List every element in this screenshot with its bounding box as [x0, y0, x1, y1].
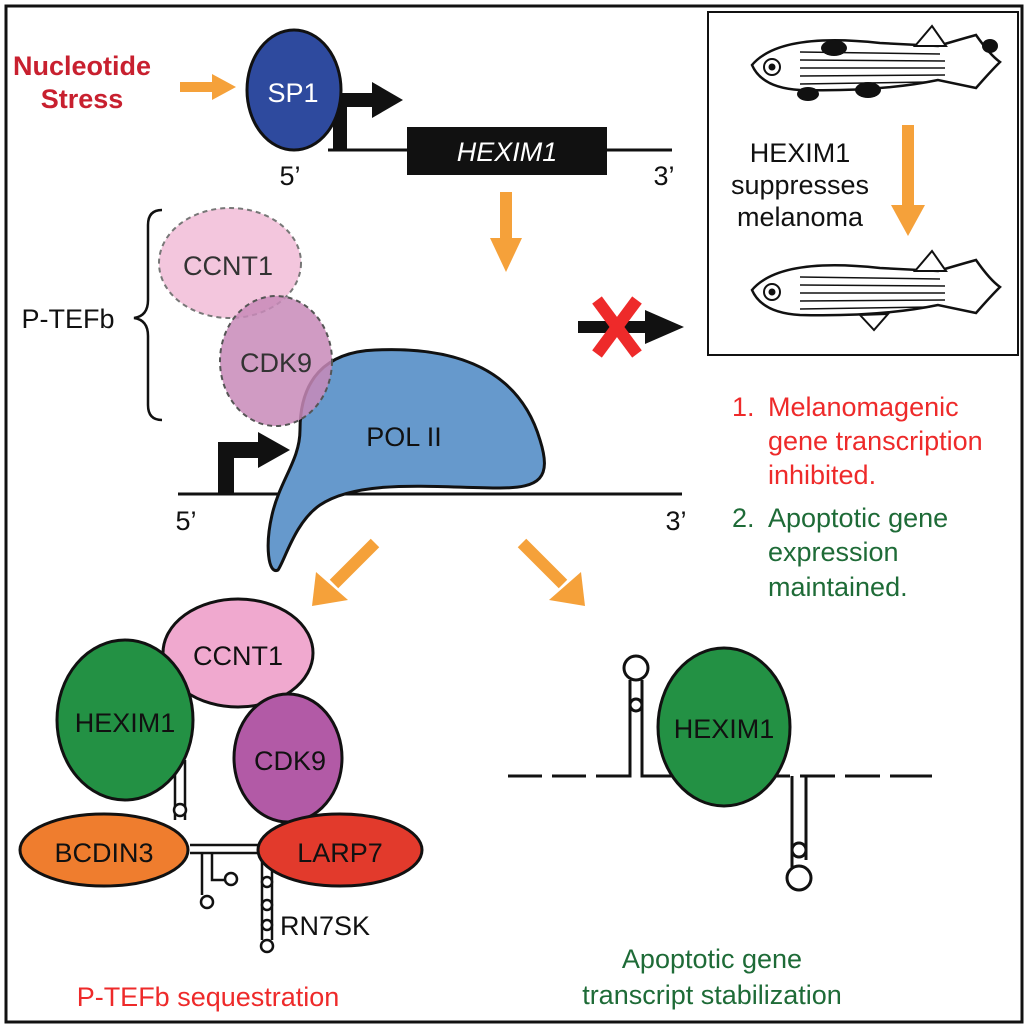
- seq-larp7-label: LARP7: [297, 838, 383, 868]
- ptefb-ccnt1-label: CCNT1: [183, 251, 273, 281]
- stabilization-caption-line1: Apoptotic gene: [622, 944, 802, 974]
- gene-five-prime: 5’: [279, 161, 300, 191]
- zebrafish-with-melanoma: [750, 24, 1002, 101]
- outcomes-list: 1. Melanomagenic gene transcription inhi…: [732, 392, 983, 602]
- outcome-2-line1: Apoptotic gene: [768, 503, 948, 533]
- ptefb-cdk9: [219, 295, 333, 427]
- arrow-to-sequestration: [312, 538, 380, 606]
- inset-down-arrow: [891, 125, 925, 236]
- inset-caption: HEXIM1 suppresses melanoma: [731, 138, 869, 232]
- seq-hexim1-label: HEXIM1: [75, 708, 176, 738]
- pol2-three-prime: 3’: [665, 506, 686, 536]
- ptefb-ccnt1: [158, 207, 302, 319]
- outcome-1-line1: Melanomagenic: [768, 392, 959, 422]
- melanoma-spot: [855, 82, 881, 98]
- outcome-1-number: 1.: [732, 392, 755, 422]
- melanoma-spot: [821, 40, 847, 56]
- ptefb-brace: [133, 208, 163, 422]
- hexim1-gene-box: [407, 127, 607, 175]
- arrow-to-stabilization: [517, 538, 585, 606]
- zebrafish-healthy: [750, 249, 1002, 332]
- gene-three-prime: 3’: [653, 161, 674, 191]
- seq-hexim1: [55, 638, 195, 802]
- seq-larp7: [256, 812, 424, 888]
- gene-down-arrow: [490, 192, 522, 272]
- seq-bcdin3: [18, 812, 190, 888]
- melanoma-spot: [982, 39, 998, 53]
- ptefb-label: P-TEFb: [21, 304, 114, 334]
- stab-hexim1: [656, 646, 792, 808]
- hexim1-promoter-arrowhead: [372, 82, 403, 118]
- red-x-icon: [592, 296, 642, 358]
- sequestration-caption: P-TEFb sequestration: [77, 982, 340, 1012]
- pol2-complex: [266, 348, 546, 572]
- outcome-2-number: 2.: [732, 503, 755, 533]
- apoptotic-transcript: [508, 654, 932, 892]
- pol2-promoter-arrowhead: [258, 432, 290, 468]
- pol2-label: POL II: [366, 422, 442, 452]
- pol2-promoter-arrow: [218, 442, 262, 494]
- sp1-label: SP1: [267, 78, 318, 108]
- sp1-protein: [245, 28, 343, 152]
- outcome-1-line3: inhibited.: [768, 460, 876, 490]
- inset-caption-line2: suppresses: [731, 170, 869, 200]
- outcome-1-line2: gene transcription: [768, 426, 983, 456]
- rn7sk-label: RN7SK: [280, 911, 370, 941]
- melanoma-spot: [797, 87, 819, 101]
- inset-caption-line3: melanoma: [737, 202, 864, 232]
- seq-bcdin3-label: BCDIN3: [54, 838, 153, 868]
- ptefb-cdk9-label: CDK9: [240, 348, 312, 378]
- nucleotide-stress-line1: Nucleotide: [13, 51, 151, 81]
- hexim1-gene-label: HEXIM1: [457, 137, 558, 167]
- outcome-2-line2: expression: [768, 537, 899, 567]
- seq-cdk9-label: CDK9: [254, 746, 326, 776]
- nucleotide-stress-line2: Stress: [41, 84, 124, 114]
- outcome-2-line3: maintained.: [768, 572, 908, 602]
- seq-ccnt1-label: CCNT1: [193, 641, 283, 671]
- inset-caption-line1: HEXIM1: [750, 138, 851, 168]
- stab-hexim1-label: HEXIM1: [674, 714, 775, 744]
- stabilization-caption-line2: transcript stabilization: [582, 980, 842, 1010]
- pol2-five-prime: 5’: [175, 506, 196, 536]
- stress-arrow: [180, 74, 236, 100]
- nucleotide-stress-label: Nucleotide Stress: [13, 51, 151, 114]
